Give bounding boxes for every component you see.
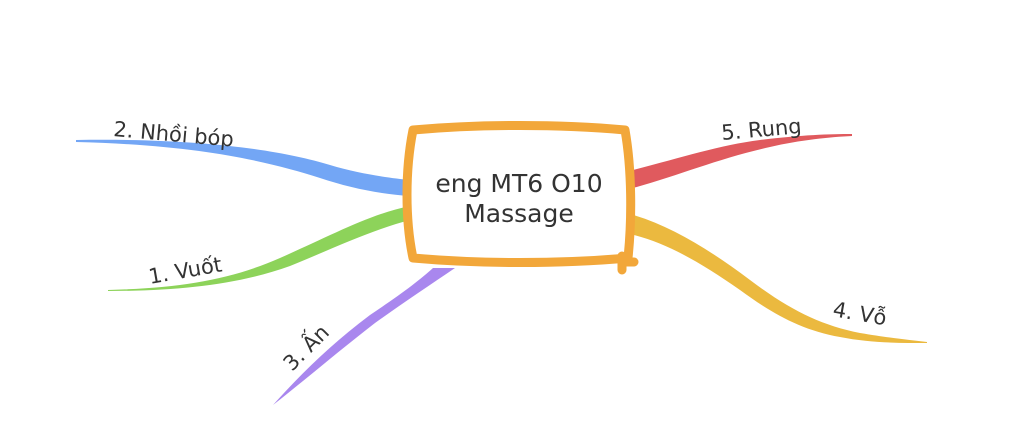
branch-label-vo[interactable]: 4. Vỗ [831, 296, 888, 330]
central-title-line1: eng MT6 O10 [435, 169, 602, 198]
branch-line-vo [630, 214, 927, 343]
central-node[interactable]: eng MT6 O10 Massage [402, 121, 639, 275]
central-node-handle [617, 251, 639, 275]
central-title-line2: Massage [464, 199, 574, 228]
branch-line-vuot [108, 206, 410, 291]
branch-line-rung [633, 134, 852, 188]
branch-line-nhoi-bop [76, 139, 410, 196]
branch-label-an[interactable]: 3. Ấn [276, 318, 334, 376]
